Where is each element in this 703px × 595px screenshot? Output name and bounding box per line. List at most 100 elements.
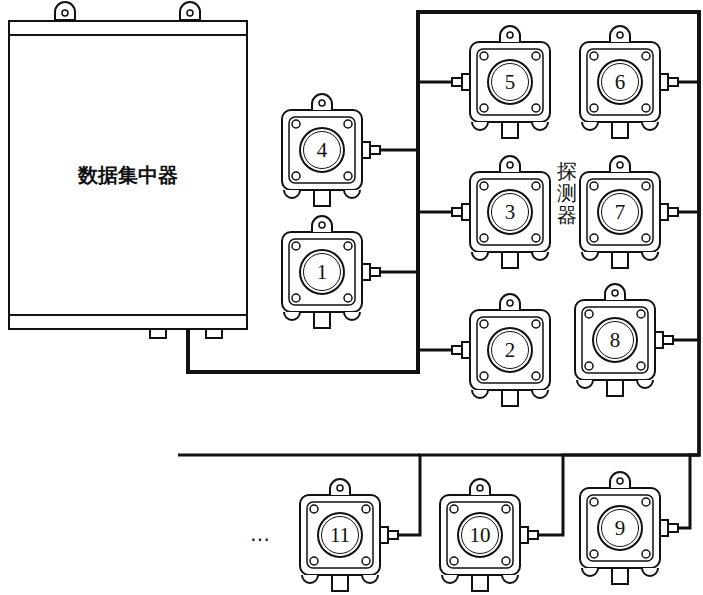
mounting-hole xyxy=(507,32,513,38)
mounting-hole xyxy=(617,478,623,484)
gas-detector: 7 xyxy=(580,172,678,252)
cable-gland xyxy=(206,330,222,338)
cable-stub xyxy=(388,531,398,539)
cable-stub xyxy=(668,524,678,532)
bolt xyxy=(532,320,540,328)
bolt xyxy=(532,372,540,380)
detector-label: 探测器 xyxy=(557,160,577,226)
bolt xyxy=(292,172,300,180)
sensor-ring xyxy=(304,254,341,291)
bolt xyxy=(642,104,650,112)
bus-wire xyxy=(188,12,699,535)
mounting-tab xyxy=(180,2,200,20)
bus-wire xyxy=(188,12,699,535)
callout-number: 10 xyxy=(470,525,491,546)
bolt xyxy=(344,242,352,250)
detector-drawing xyxy=(580,488,678,568)
callout-number: 7 xyxy=(615,202,626,223)
bolt xyxy=(590,498,598,506)
gas-detector: 3 xyxy=(452,172,550,252)
bolt xyxy=(590,104,598,112)
device-label: 数据集中器 xyxy=(78,162,178,189)
bolt xyxy=(637,310,645,318)
cable-stub xyxy=(528,531,538,539)
detector-housing xyxy=(282,232,362,312)
sensor-gland xyxy=(502,390,518,406)
sensor-window xyxy=(598,506,642,550)
bus-wire-end xyxy=(178,454,420,457)
cable-stub xyxy=(660,74,668,90)
detector-drawing xyxy=(452,310,550,390)
sensor-gland xyxy=(314,190,330,206)
mounting-hole xyxy=(337,485,343,491)
gas-detector: 5 xyxy=(452,42,550,122)
bolt xyxy=(502,505,510,513)
housing-rim xyxy=(477,179,543,245)
mounting-ear xyxy=(472,252,488,260)
callout-number: 1 xyxy=(317,262,328,283)
housing-rim xyxy=(289,117,355,183)
mounting-hole xyxy=(477,485,483,491)
sensor-window xyxy=(300,128,344,172)
sensor-gland xyxy=(612,122,628,138)
bus-wire xyxy=(188,12,699,528)
mounting-ear xyxy=(642,252,658,260)
sensor-gland xyxy=(607,380,623,396)
cable-stub xyxy=(452,78,462,86)
bolt xyxy=(480,52,488,60)
bolt xyxy=(590,234,598,242)
housing-rim xyxy=(582,307,648,373)
bolt xyxy=(450,557,458,565)
sensor-gland xyxy=(612,252,628,268)
cable-stub xyxy=(660,520,668,536)
sensor-gland xyxy=(472,575,488,591)
mounting-ear xyxy=(532,122,548,130)
cable-stub xyxy=(660,204,668,220)
cable-stub xyxy=(452,346,462,354)
mounting-ear xyxy=(442,575,458,583)
bolt xyxy=(532,182,540,190)
sensor-window xyxy=(488,328,532,372)
mounting-tab xyxy=(500,156,520,172)
housing-rim xyxy=(587,495,653,561)
data-concentrator: 数据集中器 xyxy=(8,20,248,330)
sensor-gland xyxy=(612,568,628,584)
housing-band xyxy=(10,34,246,36)
cable-stub xyxy=(668,78,678,86)
mounting-hole xyxy=(319,100,325,106)
mounting-ear xyxy=(582,122,598,130)
bolt xyxy=(480,320,488,328)
gas-detector: 9 xyxy=(580,488,678,568)
bolt xyxy=(585,362,593,370)
housing-rim xyxy=(289,239,355,305)
bolt xyxy=(590,550,598,558)
mounting-tab xyxy=(610,472,630,488)
mounting-ear xyxy=(642,122,658,130)
bolt xyxy=(642,182,650,190)
mounting-tab xyxy=(500,294,520,310)
bolt xyxy=(344,120,352,128)
mounting-ear xyxy=(344,190,360,198)
bolt xyxy=(292,242,300,250)
mounting-hole xyxy=(319,222,325,228)
housing-band xyxy=(10,314,246,316)
cable-stub xyxy=(462,204,470,220)
bolt xyxy=(480,182,488,190)
bolt xyxy=(450,505,458,513)
housing-rim xyxy=(447,502,513,568)
gas-detector: 1 xyxy=(282,232,380,312)
gas-detector: 6 xyxy=(580,42,678,122)
bolt xyxy=(480,372,488,380)
detector-drawing xyxy=(580,172,678,252)
mounting-ear xyxy=(502,575,518,583)
bolt xyxy=(642,234,650,242)
sensor-ring xyxy=(492,332,529,369)
detector-housing xyxy=(580,172,660,252)
mounting-tab xyxy=(312,216,332,232)
sensor-window xyxy=(598,60,642,104)
bolt xyxy=(532,52,540,60)
mounting-tab xyxy=(610,26,630,42)
bolt xyxy=(310,557,318,565)
mounting-ear xyxy=(582,252,598,260)
